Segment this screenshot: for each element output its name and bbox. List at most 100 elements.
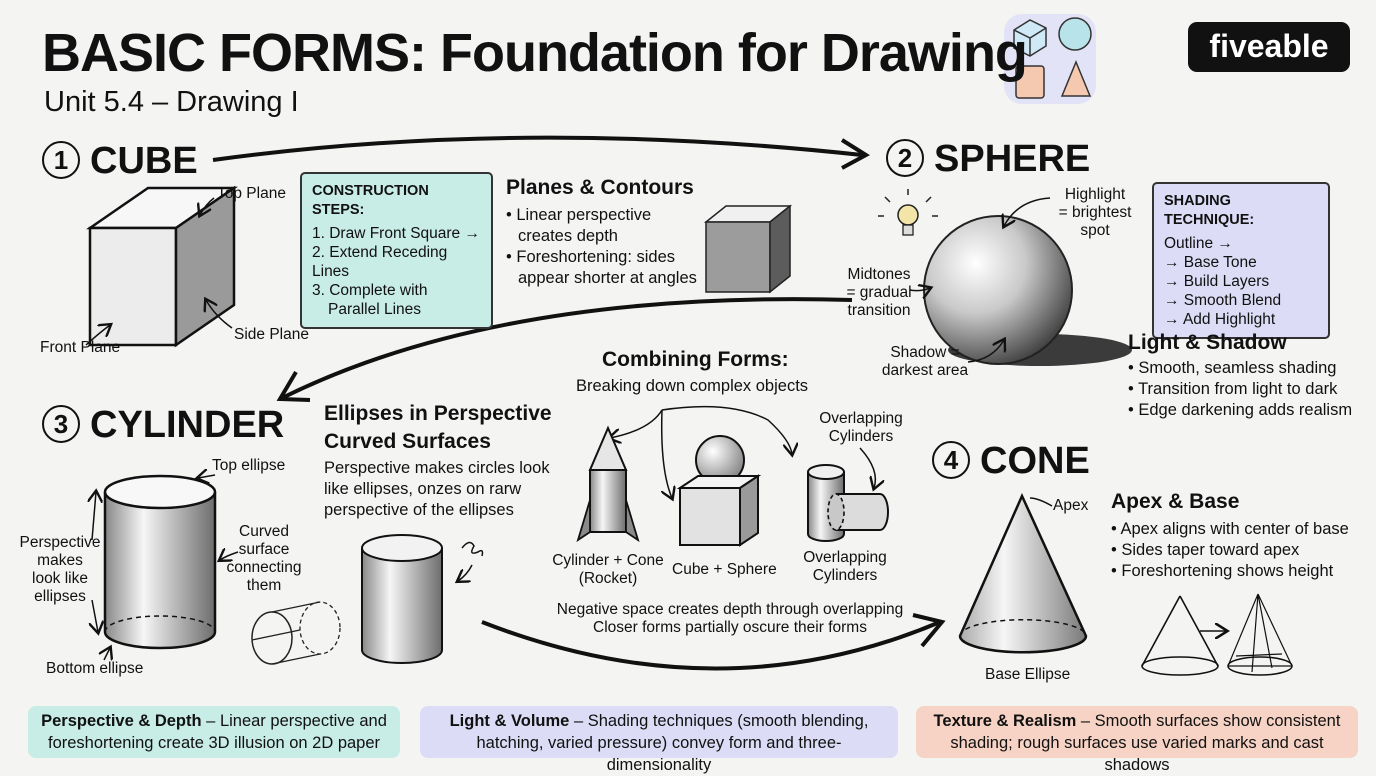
label-line: look like bbox=[32, 570, 88, 587]
text-line: perspective of the ellipses bbox=[324, 501, 514, 519]
shaded-cylinder-drawing bbox=[361, 534, 484, 664]
ellipses-title: Ellipses in Perspective Curved Surfaces bbox=[324, 400, 552, 456]
apex-base-title: Apex & Base bbox=[1111, 490, 1240, 513]
page-title: BASIC FORMS: Foundation for Drawing bbox=[42, 23, 1028, 83]
base-ellipse-label: Base Ellipse bbox=[985, 666, 1071, 683]
text-line: Perspective makes circles look bbox=[324, 459, 550, 477]
label-line: = gradual bbox=[846, 284, 912, 301]
construction-steps-title: CONSTRUCTION STEPS: bbox=[312, 183, 429, 218]
small-cube-drawing bbox=[703, 204, 793, 294]
shading-step: Outline → bbox=[1164, 235, 1233, 252]
footer-text: – Smooth surfaces show consistent bbox=[1076, 712, 1341, 730]
cone-drawing bbox=[958, 492, 1088, 654]
rocket-drawing bbox=[576, 425, 640, 543]
label-line: Cylinder + Cone bbox=[552, 552, 664, 569]
apex-label: Apex bbox=[1053, 497, 1089, 514]
label-line: makes bbox=[37, 552, 83, 569]
footer-text: hatching, varied pressure) convey form a… bbox=[476, 734, 842, 774]
highlight-label: Highlight = brightest spot bbox=[1050, 186, 1140, 240]
bullet: • Foreshortening shows height bbox=[1111, 562, 1334, 580]
footer-text: foreshortening create 3D illusion on 2D … bbox=[47, 734, 381, 752]
cube-heading: 1 CUBE bbox=[42, 140, 198, 183]
construction-steps-box: CONSTRUCTION STEPS: 1. Draw Front Square… bbox=[300, 172, 493, 329]
shading-title: SHADING TECHNIQUE: bbox=[1164, 193, 1255, 228]
shadow-label: Shadow = darkest area bbox=[876, 344, 974, 380]
label-line: Curved bbox=[239, 523, 289, 540]
shading-technique-box: SHADING TECHNIQUE: Outline → → Base Tone… bbox=[1152, 182, 1330, 339]
curved-surface-label: Curved surface connecting them bbox=[226, 523, 302, 595]
cube-side-label: Side Plane bbox=[234, 326, 309, 343]
bullet: • Edge darkening adds realism bbox=[1128, 401, 1353, 419]
shading-step: → Add Highlight bbox=[1164, 311, 1276, 328]
label-line: Highlight bbox=[1064, 186, 1126, 203]
lightbulb-icon bbox=[878, 189, 938, 236]
bottom-ellipse-label: Bottom ellipse bbox=[46, 660, 144, 677]
label-line: connecting bbox=[226, 559, 302, 576]
footer-bold: Light & Volume bbox=[449, 712, 570, 730]
rocket-label: Cylinder + Cone (Rocket) bbox=[550, 552, 666, 588]
flow-arrow-cube-sphere bbox=[212, 135, 863, 162]
footer-bold: Perspective & Depth bbox=[41, 712, 202, 730]
section-number: 3 bbox=[42, 405, 80, 443]
footer-light: Light & Volume – Shading techniques (smo… bbox=[420, 706, 898, 774]
apex-base-bullets: • Apex aligns with center of base • Side… bbox=[1111, 519, 1349, 582]
page-subtitle: Unit 5.4 – Drawing I bbox=[44, 86, 299, 118]
bullet: • Linear perspective bbox=[506, 206, 652, 224]
sphere-drawing bbox=[909, 197, 1132, 366]
combining-connectors bbox=[610, 405, 875, 498]
footer-text: shading; rough surfaces use varied marks… bbox=[950, 734, 1324, 774]
label-line: ellipses bbox=[34, 588, 86, 605]
overlap-top-label: Overlapping Cylinders bbox=[814, 410, 908, 446]
label-line: darkest area bbox=[881, 362, 969, 379]
shapes-icon bbox=[1004, 14, 1096, 104]
brand-logo[interactable]: fiveable bbox=[1188, 22, 1350, 72]
label-line: transition bbox=[847, 302, 911, 319]
footer-bold: Texture & Realism bbox=[933, 712, 1077, 730]
cube-top-label: Top Plane bbox=[217, 185, 286, 202]
label-line: Shadow = bbox=[890, 344, 960, 361]
bullet: • Sides taper toward apex bbox=[1111, 541, 1300, 559]
section-title: CYLINDER bbox=[90, 404, 285, 446]
footer-texture: Texture & Realism – Smooth surfaces show… bbox=[916, 706, 1358, 774]
section-number: 1 bbox=[42, 141, 80, 179]
label-line: = brightest bbox=[1058, 204, 1132, 221]
label-line: Overlapping bbox=[819, 410, 903, 427]
label-line: Overlapping bbox=[803, 549, 887, 566]
flow-arrow-sphere-cylinder bbox=[281, 297, 853, 400]
shading-step: → Smooth Blend bbox=[1164, 292, 1282, 309]
title-line: Ellipses in Perspective bbox=[324, 402, 552, 425]
cone-heading: 4 CONE bbox=[932, 440, 1090, 483]
section-number: 2 bbox=[886, 139, 924, 177]
section-number: 4 bbox=[932, 441, 970, 479]
label-line: Midtones bbox=[847, 266, 911, 283]
combining-title: Combining Forms: bbox=[602, 348, 789, 371]
footer-text: – Linear perspective and bbox=[201, 712, 387, 730]
ellipses-text: Perspective makes circles look like elli… bbox=[324, 458, 550, 521]
label-line: them bbox=[246, 577, 282, 594]
note-line: Closer forms partially oscure their form… bbox=[593, 619, 867, 636]
note-line: Negative space creates depth through ove… bbox=[556, 601, 904, 618]
wireframe-cylinder-sketch bbox=[251, 601, 341, 665]
step-3: 3. Complete with bbox=[312, 282, 428, 299]
bullet: • Foreshortening: sides bbox=[506, 248, 676, 266]
label-line: Cylinders bbox=[812, 567, 878, 584]
cone-construction-sketch bbox=[1141, 593, 1293, 676]
label-line: spot bbox=[1080, 222, 1110, 239]
perspective-ellipse-label: Perspective makes look like ellipses bbox=[18, 534, 102, 606]
label-line: Perspective bbox=[19, 534, 101, 551]
overlap-bottom-label: Overlapping Cylinders bbox=[798, 549, 892, 585]
light-shadow-title: Light & Shadow bbox=[1128, 331, 1287, 354]
section-title: CUBE bbox=[90, 140, 198, 182]
text-line: like ellipses, onzes on rarw bbox=[324, 480, 522, 498]
label-line: surface bbox=[238, 541, 290, 558]
negative-space-note: Negative space creates depth through ove… bbox=[540, 601, 920, 637]
shading-step: → Build Layers bbox=[1164, 273, 1270, 290]
bullet: • Apex aligns with center of base bbox=[1111, 520, 1349, 538]
top-ellipse-label: Top ellipse bbox=[212, 457, 286, 474]
cube-sphere-label: Cube + Sphere bbox=[672, 561, 777, 578]
section-title: CONE bbox=[980, 440, 1090, 482]
cylinder-drawing bbox=[92, 475, 239, 660]
